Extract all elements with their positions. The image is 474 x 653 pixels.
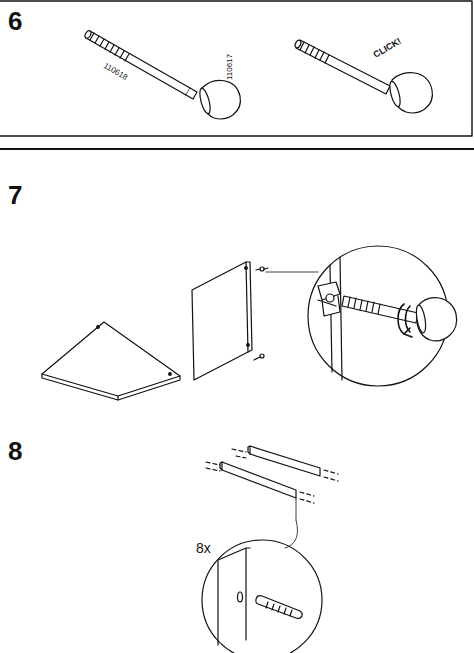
detail-circle <box>308 246 457 386</box>
rails <box>206 446 338 520</box>
part-number: 110617 <box>226 54 234 80</box>
step-number: 8 <box>8 438 22 464</box>
step-number: 7 <box>8 182 22 208</box>
bolt-assembled <box>294 39 432 113</box>
quantity-label: 8x <box>196 541 211 555</box>
dowel-detail <box>202 520 322 653</box>
step-number: 6 <box>8 8 22 34</box>
bolt-separate <box>84 30 241 119</box>
part-number: 110618 <box>102 62 129 82</box>
bottom-panel <box>42 322 180 400</box>
side-panel <box>192 262 318 380</box>
click-note: CLICK! <box>372 37 403 60</box>
